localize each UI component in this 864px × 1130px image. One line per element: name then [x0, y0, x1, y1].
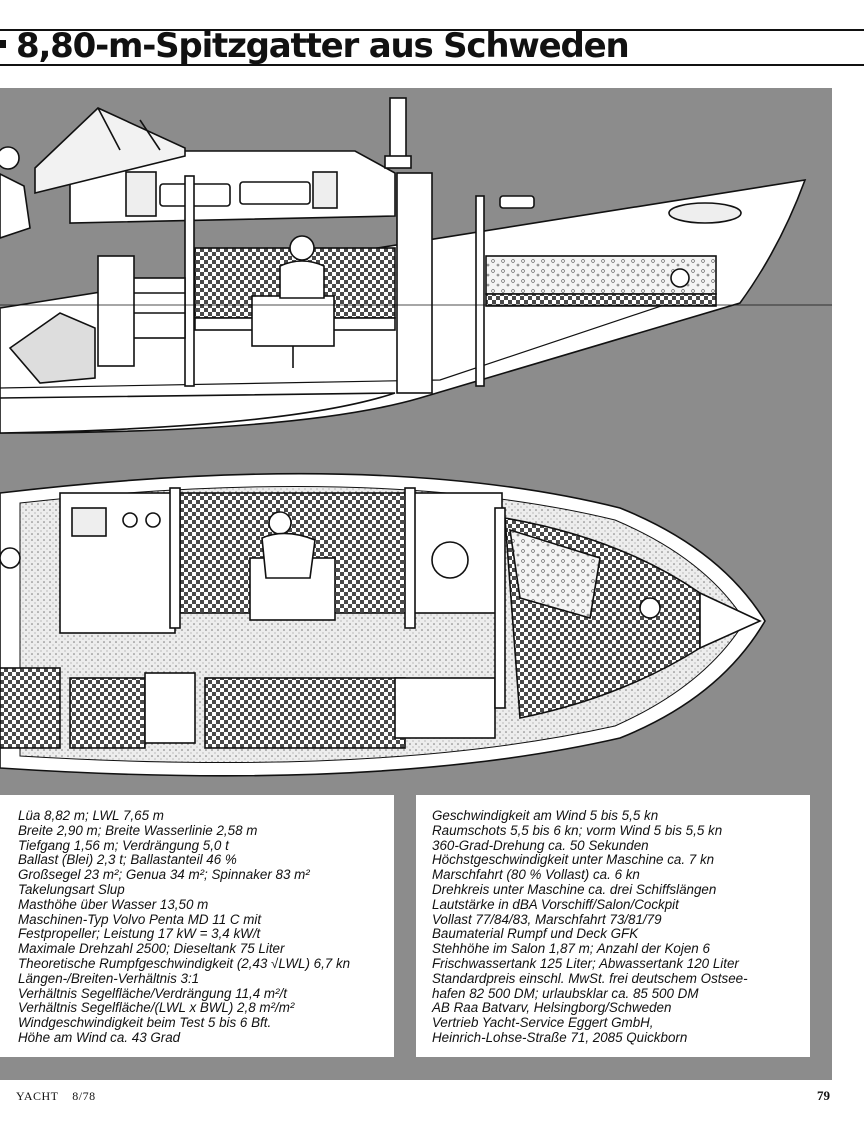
spec-line: Drehkreis unter Maschine ca. drei Schiff… — [432, 881, 717, 897]
boat-drawing — [0, 97, 832, 777]
side-profile — [0, 97, 807, 434]
boat-illustration — [0, 88, 832, 1080]
spec-line: Stehhöhe im Salon 1,87 m; Anzahl der Koj… — [432, 941, 710, 957]
spec-line: Takelungsart Slup — [18, 881, 125, 897]
spec-line: Frischwassertank 125 Liter; Abwassertank… — [432, 955, 739, 971]
spec-box-left: Lüa 8,82 m; LWL 7,65 m Breite 2,90 m; Br… — [0, 795, 394, 1057]
spec-line: Lüa 8,82 m; LWL 7,65 m — [18, 808, 164, 823]
side-keel — [0, 392, 396, 434]
spec-line: Marschfahrt (80 % Vollast) ca. 6 kn — [432, 867, 640, 883]
spec-line: Windgeschwindigkeit beim Test 5 bis 6 Bf… — [18, 1015, 272, 1031]
spec-line: AB Raa Batvarv, Helsingborg/Schweden — [432, 1000, 672, 1016]
spec-line: Heinrich-Lohse-Straße 71, 2085 Quickborn — [432, 1029, 688, 1045]
spec-line: Vertrieb Yacht-Service Eggert GmbH, — [432, 1015, 654, 1031]
spec-line: Standardpreis einschl. MwSt. frei deutsc… — [432, 970, 748, 986]
publication-name: YACHT — [16, 1089, 59, 1103]
side-mast — [389, 97, 407, 161]
spec-line: Raumschots 5,5 bis 6 kn; vorm Wind 5 bis… — [432, 822, 723, 838]
spec-line: 360-Grad-Drehung ca. 50 Sekunden — [432, 837, 649, 853]
footer-publication: YACHT 8/78 — [16, 1089, 96, 1104]
spec-line: Geschwindigkeit am Wind 5 bis 5,5 kn — [432, 808, 659, 823]
spec-line: Längen-/Breiten-Verhältnis 3:1 — [18, 970, 200, 986]
spec-line: hafen 82 500 DM; urlaubsklar ca. 85 500 … — [432, 985, 699, 1001]
spec-line: Verhältnis Segelfläche/Verdrängung 11,4 … — [18, 985, 287, 1001]
spec-line: Großsegel 23 m²; Genua 34 m²; Spinnaker … — [18, 867, 310, 883]
issue-number: 8/78 — [72, 1089, 96, 1103]
spec-line: Breite 2,90 m; Breite Wasserlinie 2,58 m — [18, 822, 258, 838]
title-top-rule — [0, 29, 864, 31]
spec-line: Maximale Drehzahl 2500; Dieseltank 75 Li… — [18, 941, 285, 957]
spec-line: Ballast (Blei) 2,3 t; Ballastanteil 46 % — [18, 852, 237, 868]
spec-line: Baumaterial Rumpf und Deck GFK — [432, 926, 639, 942]
spec-line: Maschinen-Typ Volvo Penta MD 11 C mit — [18, 911, 262, 927]
spec-line: Theoretische Rumpfgeschwindigkeit (2,43 … — [18, 955, 351, 971]
page-number: 79 — [817, 1088, 830, 1103]
title-bottom-rule — [0, 64, 864, 66]
spec-line: Tiefgang 1,56 m; Verdrängung 5,0 t — [18, 837, 229, 853]
spec-line: Masthöhe über Wasser 13,50 m — [18, 896, 209, 912]
spec-line: Verhältnis Segelfläche/(LWL x BWL) 2,8 m… — [18, 1000, 295, 1016]
spec-line: Vollast 77/84/83, Marschfahrt 73/81/79 — [432, 911, 662, 927]
spec-line: Festpropeller; Leistung 17 kW = 3,4 kW/t — [18, 926, 261, 942]
title-marker — [0, 40, 6, 48]
spec-line: Lautstärke in dBA Vorschiff/Salon/Cockpi… — [432, 896, 679, 912]
spec-line: Höhe am Wind ca. 43 Grad — [18, 1029, 181, 1045]
spec-line: Höchstgeschwindigkeit unter Maschine ca.… — [432, 852, 715, 868]
page-title: 8,80-m-Spitzgatter aus Schweden — [16, 26, 630, 66]
spec-box-right: Geschwindigkeit am Wind 5 bis 5,5 kn Rau… — [416, 795, 810, 1057]
plan-view — [0, 472, 766, 777]
